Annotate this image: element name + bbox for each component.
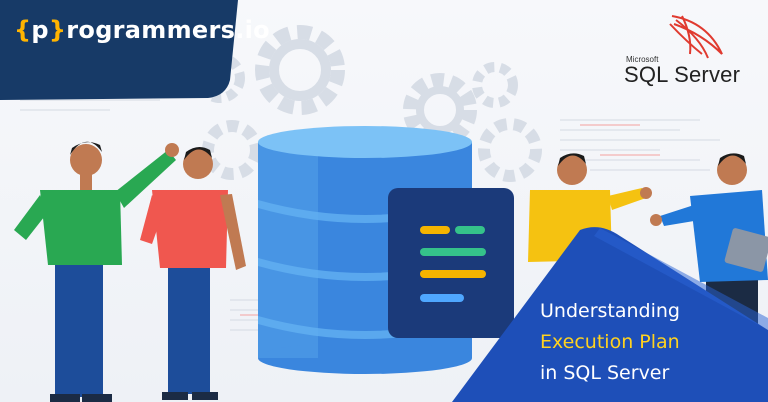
document-icon <box>388 188 514 338</box>
headline: Understanding Execution Plan in SQL Serv… <box>540 296 760 389</box>
brace-close: } <box>48 16 67 44</box>
person-red <box>140 146 246 400</box>
microsoft-label: Microsoft <box>626 55 659 64</box>
headline-line-1: Understanding <box>540 300 680 322</box>
brand-rest: rogrammers.io <box>66 16 270 44</box>
headline-line-3: in SQL Server <box>540 362 670 384</box>
gear-icon <box>255 25 345 115</box>
brand-letter: p <box>31 16 49 44</box>
person-green <box>14 141 179 402</box>
sql-server-logo-icon <box>669 15 723 59</box>
headline-line-2: Execution Plan <box>540 331 680 353</box>
logo-tab <box>0 0 238 100</box>
brand-logo[interactable]: {p}rogrammers.io <box>14 16 270 44</box>
brace-open: { <box>14 16 32 44</box>
gear-icon <box>472 62 518 108</box>
gear-icon <box>202 120 262 180</box>
headline-panel <box>452 227 768 402</box>
sql-server-label: SQL Server <box>624 62 741 87</box>
gear-icon <box>478 118 542 182</box>
